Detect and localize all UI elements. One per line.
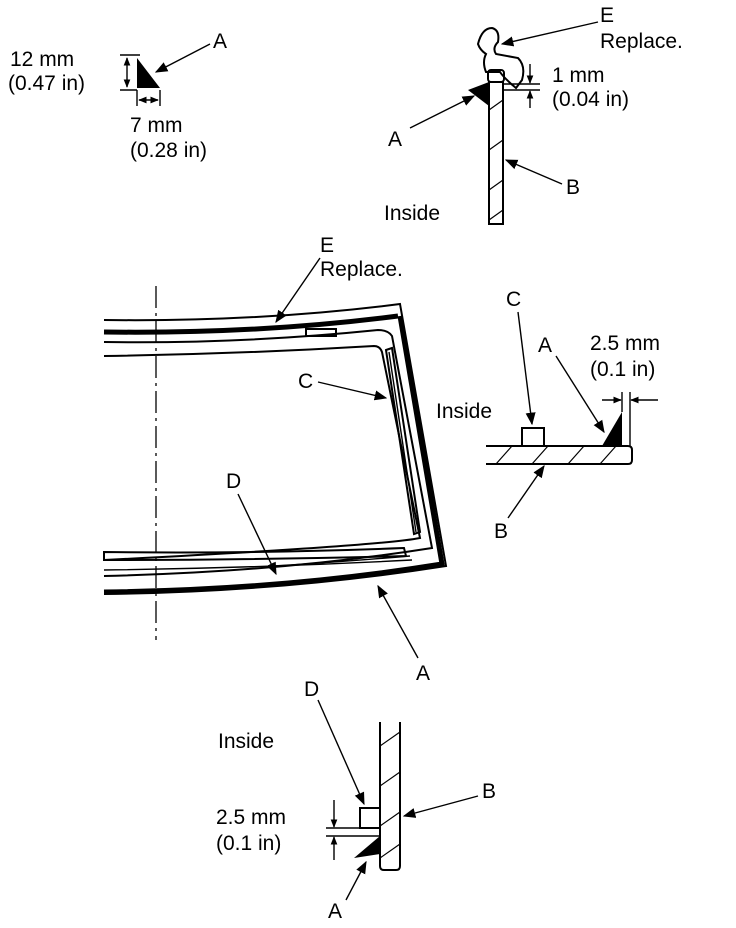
top-label-a: A bbox=[388, 128, 402, 151]
side-offset-in: (0.1 in) bbox=[590, 358, 655, 381]
spacer-c bbox=[384, 346, 422, 536]
bottom-inside: Inside bbox=[218, 730, 274, 753]
top-gap-mm: 1 mm bbox=[552, 64, 605, 87]
top-gap-in: (0.04 in) bbox=[552, 88, 629, 111]
top-inside: Inside bbox=[384, 202, 440, 225]
bead-height-in: (0.47 in) bbox=[8, 72, 85, 95]
molding-e-shape bbox=[476, 26, 525, 90]
bead-label-a: A bbox=[213, 30, 227, 53]
bead-width-in: (0.28 in) bbox=[130, 139, 207, 162]
molding-e-top bbox=[103, 313, 399, 335]
bottom-label-b: B bbox=[482, 780, 496, 803]
main-replace: Replace. bbox=[320, 258, 403, 281]
bottom-offset-mm: 2.5 mm bbox=[216, 806, 286, 829]
adhesive-a-top bbox=[468, 82, 489, 106]
frame-inner-edge bbox=[103, 328, 434, 577]
glass-section-bottom bbox=[379, 722, 401, 871]
bead-profile-detail: 12 mm (0.47 in) 7 mm (0.28 in) A bbox=[8, 30, 227, 162]
main-label-a: A bbox=[416, 662, 430, 685]
bottom-label-a: A bbox=[328, 900, 342, 923]
side-offset-mm: 2.5 mm bbox=[590, 332, 660, 355]
bead-width-mm: 7 mm bbox=[130, 114, 183, 137]
main-label-e: E bbox=[320, 234, 334, 257]
top-label-b: B bbox=[566, 176, 580, 199]
side-inside: Inside bbox=[436, 400, 492, 423]
main-label-c: C bbox=[298, 370, 313, 393]
bottom-section-detail: D Inside B 2.5 mm (0.1 in) A bbox=[216, 678, 496, 923]
top-replace: Replace. bbox=[600, 30, 683, 53]
adhesive-a-side bbox=[602, 412, 622, 446]
windshield-main-view: E Replace. C D A bbox=[103, 234, 448, 685]
side-label-c: C bbox=[506, 288, 521, 311]
bottom-label-d: D bbox=[304, 678, 319, 701]
side-section-detail: C A 2.5 mm (0.1 in) Inside B bbox=[436, 288, 660, 543]
adhesive-a-bottom bbox=[354, 836, 380, 858]
bead-height-mm: 12 mm bbox=[10, 48, 74, 71]
glass-section-side bbox=[486, 445, 633, 465]
main-label-d: D bbox=[226, 470, 241, 493]
spacer-d-bottom bbox=[359, 807, 381, 829]
bottom-offset-in: (0.1 in) bbox=[216, 832, 281, 855]
top-label-e: E bbox=[600, 4, 614, 27]
adhesive-bead-shape bbox=[137, 58, 160, 88]
side-label-b: B bbox=[494, 520, 508, 543]
spacer-c-side bbox=[521, 427, 545, 446]
glass-section-top bbox=[488, 81, 504, 225]
side-label-a: A bbox=[538, 334, 552, 357]
adhesive-a-band bbox=[103, 315, 445, 595]
top-edge-section-detail: E Replace. 1 mm (0.04 in) A B Inside bbox=[384, 4, 683, 225]
